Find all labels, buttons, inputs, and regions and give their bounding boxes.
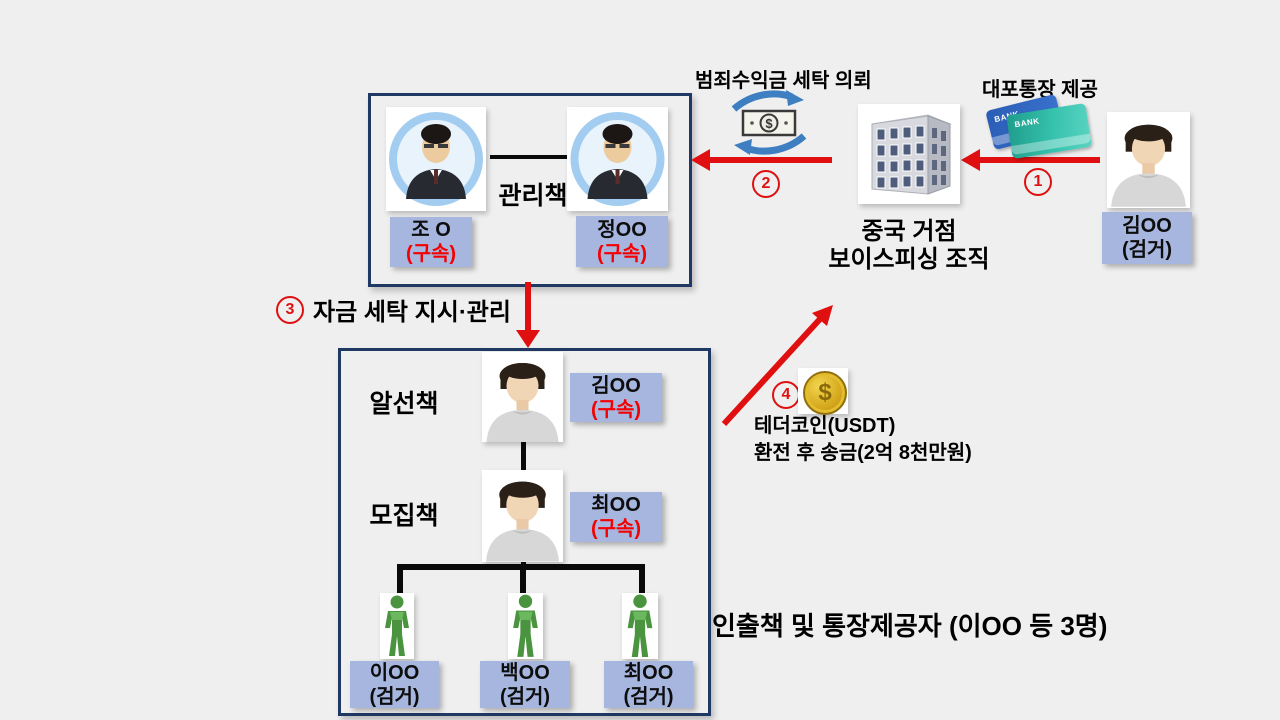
- person-status: (구속): [590, 518, 642, 540]
- instruction-flow-label: 3 자금 세탁 지시·관리: [276, 292, 511, 327]
- broker-role-label: 알선책: [369, 390, 439, 418]
- person-status: (검거): [369, 685, 420, 708]
- provider-name-label: 김OO (검거): [1102, 212, 1192, 264]
- businessman-avatar-icon: [570, 112, 665, 206]
- man-gray-shirt-avatar-icon: [486, 481, 559, 562]
- china-org-label: 중국 거점 보이스피싱 조직: [795, 218, 1023, 273]
- account-provide-label: 대포통장 제공: [982, 79, 1098, 101]
- instruction-text: 자금 세탁 지시·관리: [313, 299, 511, 326]
- man-gray-shirt-avatar-icon: [1111, 124, 1186, 207]
- withdrawer1-name-label: 이OO (검거): [350, 661, 439, 708]
- laundering-request-label: 범죄수익금 세탁 의뢰: [695, 70, 872, 92]
- usdt-coin-icon: $: [803, 371, 847, 415]
- china-org-line1: 중국 거점: [861, 218, 957, 245]
- broker-name-label: 김OO (구속): [570, 373, 662, 422]
- withdrawer1-figure-tile: [380, 593, 414, 659]
- manager2-name-label: 정OO (구속): [576, 216, 668, 267]
- green-person-icon: [627, 594, 653, 657]
- person-status: (검거): [1121, 239, 1173, 261]
- broker-avatar-tile: [482, 352, 563, 442]
- bank-cards-icon: BANK BANK: [985, 93, 1095, 159]
- card-stripe: [1010, 133, 1092, 156]
- green-person-icon: [513, 594, 538, 657]
- withdrawer-caption: 인출책 및 통장제공자 (이OO 등 3명): [712, 611, 1108, 641]
- step-4-badge: 4: [772, 381, 800, 409]
- withdrawer2-name-label: 백OO (검거): [480, 661, 570, 708]
- manager1-avatar-tile: [386, 107, 486, 211]
- recruiter-role-label: 모집책: [369, 502, 439, 530]
- building-icon: [871, 114, 952, 195]
- person-name: 이OO: [369, 661, 420, 684]
- step-2-badge: 2: [752, 170, 780, 198]
- person-status: (구속): [596, 242, 648, 265]
- manager-role-label: 관리책: [498, 182, 568, 210]
- step-3-badge: 3: [276, 295, 304, 324]
- person-name: 조 O: [411, 219, 451, 241]
- building-tile: [858, 104, 960, 204]
- person-name: 정OO: [597, 218, 647, 241]
- svg-text:$: $: [765, 116, 773, 131]
- remittance-line1: 테더코인(USDT): [754, 415, 896, 437]
- recruiter-name-label: 최OO (구속): [570, 492, 662, 542]
- money-exchange-icon: $: [731, 90, 807, 155]
- recruiter-avatar-tile: [482, 470, 563, 562]
- person-status: (검거): [623, 685, 674, 708]
- manager2-avatar-tile: [567, 107, 668, 211]
- person-name: 백OO: [500, 661, 550, 684]
- person-name: 최OO: [591, 494, 641, 516]
- person-name: 최OO: [623, 661, 674, 684]
- arrow-instruction: [516, 282, 540, 348]
- china-org-line2: 보이스피싱 조직: [828, 245, 990, 273]
- person-name: 김OO: [591, 374, 641, 397]
- person-name: 김OO: [1122, 215, 1172, 237]
- manager1-name-label: 조 O (구속): [390, 217, 472, 267]
- domestic-network-box: [338, 348, 711, 716]
- bank-card-text: BANK: [1013, 116, 1041, 130]
- step-1-badge: 1: [1024, 168, 1052, 196]
- remittance-line2: 환전 후 송금(2억 8천만원): [754, 442, 972, 464]
- withdrawer3-figure-tile: [622, 593, 658, 659]
- person-status: (구속): [590, 398, 642, 421]
- businessman-avatar-icon: [389, 112, 483, 206]
- coin-tile: $: [798, 368, 848, 415]
- person-status: (검거): [499, 685, 551, 708]
- man-gray-shirt-avatar-icon: [486, 363, 559, 442]
- withdrawer3-name-label: 최OO (검거): [604, 661, 693, 708]
- remittance-label: 테더코인(USDT) 환전 후 송금(2억 8천만원): [754, 413, 972, 467]
- person-status: (구속): [405, 243, 457, 265]
- provider-avatar-tile: [1107, 112, 1190, 208]
- withdrawer2-figure-tile: [508, 593, 543, 659]
- arrow-laundering-request: [691, 149, 832, 171]
- green-person-icon: [385, 595, 409, 656]
